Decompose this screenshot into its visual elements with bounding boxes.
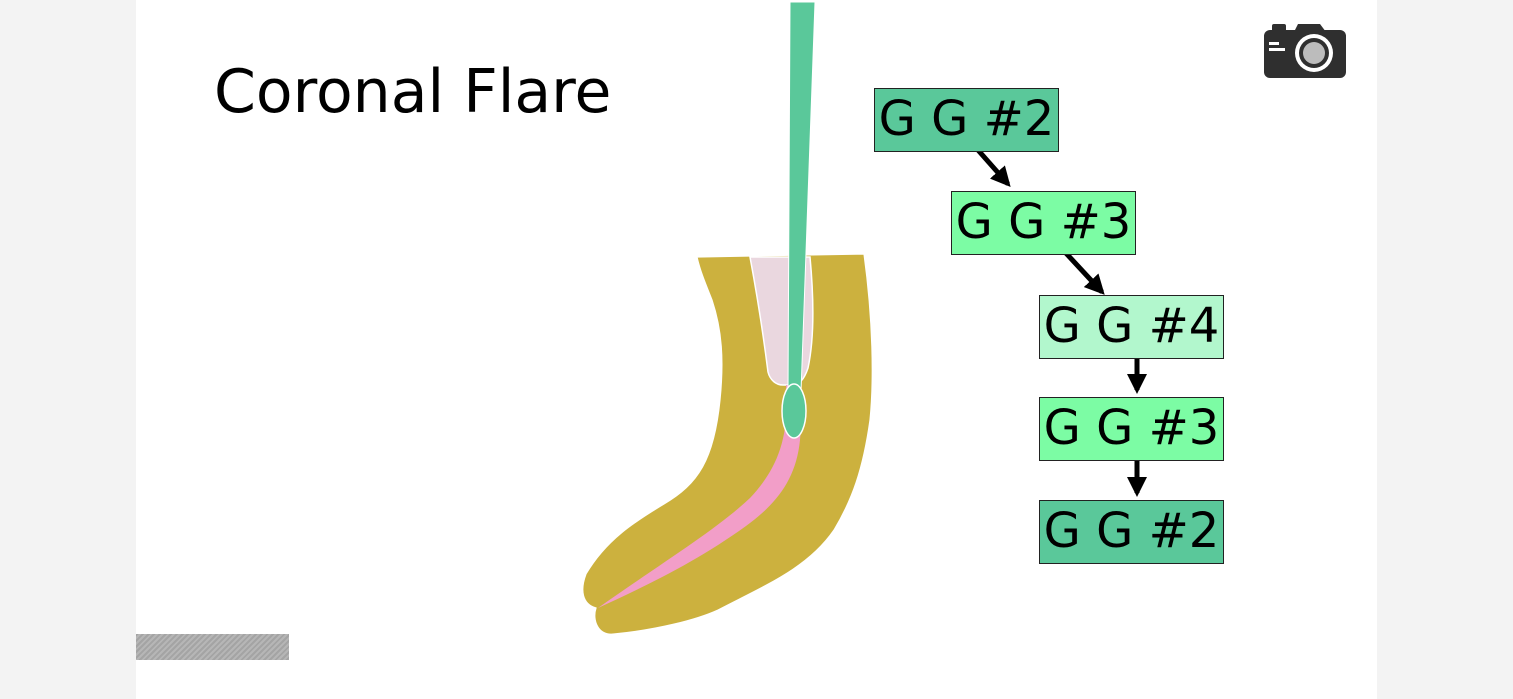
flow-arrow-2	[1062, 249, 1105, 295]
flow-step-5: G G #2	[1039, 500, 1224, 564]
slide: Coronal Flare G G #2 G G #3 G G #4 G G #…	[136, 0, 1377, 699]
gates-glidden-head	[781, 383, 807, 439]
flow-step-4: G G #3	[1039, 397, 1224, 461]
flow-step-1: G G #2	[874, 88, 1059, 152]
camera-icon	[1264, 24, 1346, 78]
camera-button[interactable]	[1264, 22, 1348, 80]
root-canal	[598, 385, 801, 608]
flow-step-3: G G #4	[1039, 295, 1224, 359]
tooth-diagram	[582, 1, 873, 635]
progress-bar	[136, 634, 289, 660]
flow-step-2: G G #3	[951, 191, 1136, 255]
slide-title: Coronal Flare	[214, 57, 612, 127]
